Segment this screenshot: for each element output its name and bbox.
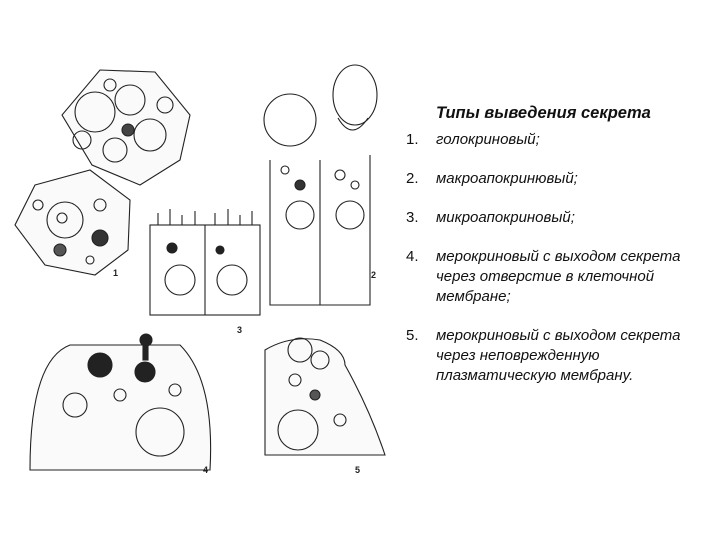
label-3: 3: [237, 325, 242, 335]
list-item: 3. микроапокриновый;: [406, 208, 706, 228]
item-number: 3.: [406, 209, 419, 226]
heading: Типы выведения секрета: [436, 104, 651, 122]
item-number: 5.: [406, 327, 419, 344]
label-2: 2: [371, 270, 376, 280]
item-number: 2.: [406, 170, 419, 187]
holocrine-cell-lower: [14, 169, 131, 276]
item-number: 4.: [406, 248, 419, 265]
macroapocrine-cells: [263, 64, 378, 306]
item-text: микроапокриновый;: [436, 209, 575, 226]
list-item: 4. мерокриновый с выходом секрета через о…: [406, 247, 706, 307]
holocrine-cell-upper: [61, 69, 191, 186]
merocrine-opening-cell: [29, 333, 212, 471]
item-text: мерокриновый с выходом секрета через неп…: [436, 327, 681, 384]
microapocrine-cells: [149, 209, 261, 316]
item-text: голокриновый;: [436, 131, 540, 148]
list-item: 1. голокриновый;: [406, 130, 706, 150]
list-item: 2. макроапокринювый;: [406, 169, 706, 189]
item-text: мерокриновый с выходом секрета через отв…: [436, 248, 681, 305]
cell-drawings: 1 2 3 4 5: [14, 64, 386, 475]
label-1: 1: [113, 268, 118, 278]
item-text: макроапокринювый;: [436, 170, 578, 187]
item-number: 1.: [406, 131, 419, 148]
label-5: 5: [355, 465, 360, 475]
label-4: 4: [203, 465, 208, 475]
list-item: 5. мерокриновый с выходом секрета через н…: [406, 326, 706, 386]
secretion-type-list: 1. голокриновый; 2. макроапокринювый; 3. ми…: [406, 130, 706, 405]
secretion-types-figure: 1 2 3 4 5: [14, 64, 386, 475]
merocrine-intact-cell: [264, 337, 386, 456]
